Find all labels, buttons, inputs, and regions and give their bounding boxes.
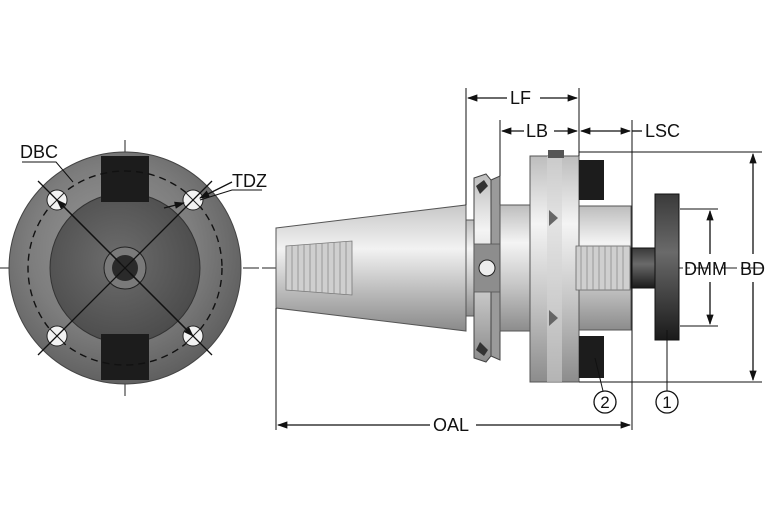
oal-label: OAL [433,415,469,435]
orientation-hole [478,259,496,277]
dbc-arrow-a [56,199,121,264]
side-view: LF LB LSC DMM BD OAL 2 1 [262,88,767,435]
taper-shank [275,204,467,332]
drive-lug-top [579,160,604,200]
lock-screw-shank [630,247,656,289]
drive-lug-bottom [579,336,604,378]
callout-2-circle [593,390,617,414]
collar [499,204,531,332]
lb-label: LB [526,121,548,141]
spigot-thread [575,245,631,291]
body-mark-top [549,210,558,226]
dbc-arrow-b [129,272,194,337]
body-top-notch [548,150,564,158]
drive-key-bottom [101,334,149,380]
body-highlight [547,156,562,382]
retention-thread [285,240,353,296]
v-groove-bottom [476,342,488,356]
spigot-thread-lines [580,246,624,290]
callout-2-number: 2 [600,393,609,412]
body-mark-bottom [549,310,558,326]
diagonal-line-2 [37,180,213,356]
callout-1-circle [655,390,679,414]
tdz-leader [199,189,262,201]
dbc-label: DBC [20,142,58,162]
thread-lines [291,241,347,295]
lsc-label: LSC [645,121,680,141]
lf-label: LF [510,88,531,108]
dbc-leader [22,161,74,183]
v-groove-top [476,180,488,194]
tdz-label: TDZ [232,171,267,191]
bd-label: BD [740,259,765,279]
drive-key-top [101,156,149,202]
tdz-arrow [199,181,233,199]
tdz-arrow-inner [163,201,186,209]
callout-2-leader [594,357,604,392]
taper-neck [465,219,475,317]
bolt-circle-dbc [27,170,223,366]
lock-screw-head [654,193,680,341]
callout-1-number: 1 [662,393,671,412]
dmm-label: DMM [684,259,727,279]
end-view: DBC TDZ [0,140,267,396]
